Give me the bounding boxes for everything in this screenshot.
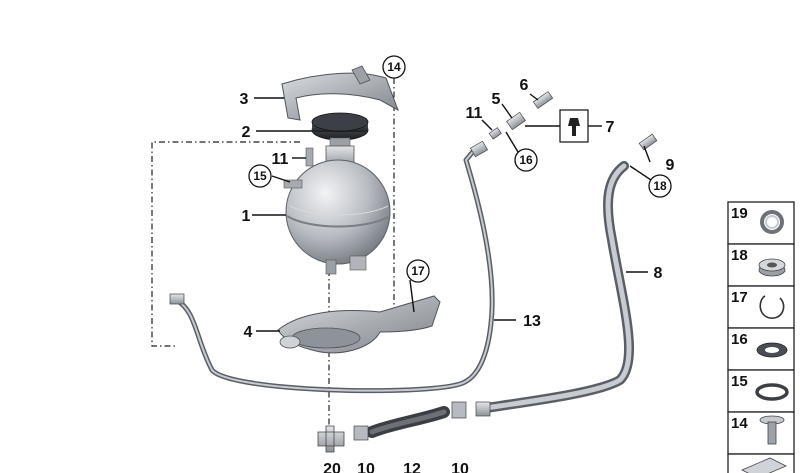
coolant-pipe-13: [169, 140, 495, 394]
circled-label-16: 16: [514, 148, 538, 172]
svg-text:16: 16: [731, 331, 748, 348]
o-ring-icon: [755, 383, 789, 401]
svg-text:18: 18: [731, 247, 748, 264]
hose-clamp-part: [353, 425, 369, 441]
open-clip-ring-icon: [759, 295, 785, 319]
part-label-8: 8: [654, 265, 663, 282]
heat-shield-part: [281, 65, 399, 121]
sensor-part-7: [559, 109, 589, 143]
parts-kit-icon: [741, 457, 787, 473]
svg-text:15: 15: [253, 169, 267, 183]
svg-text:17: 17: [411, 264, 425, 278]
mounting-bracket-part: [277, 295, 441, 354]
part-label-11-left: 11: [272, 151, 289, 168]
coolant-hose-8: [475, 161, 635, 417]
svg-text:17: 17: [731, 289, 748, 306]
circled-label-15: 15: [248, 164, 272, 188]
part-label-11-right: 11: [466, 105, 483, 122]
hex-nut-icon: [758, 258, 786, 277]
svg-text:19: 19: [731, 205, 748, 222]
part-label-6: 6: [520, 77, 529, 94]
filler-cap-part: [311, 112, 369, 149]
flat-washer-icon: [756, 342, 788, 358]
part-label-7: 7: [606, 119, 615, 136]
clamp-ring-icon: [760, 210, 784, 234]
part-label-5: 5: [492, 91, 501, 108]
part-label-4: 4: [244, 324, 253, 341]
panel-row-14: 14: [727, 411, 795, 455]
panel-row-17: 17: [727, 285, 795, 329]
part-label-10-left: 10: [357, 461, 375, 473]
t-connector-part: [317, 425, 345, 453]
part-label-13: 13: [523, 313, 541, 330]
svg-text:14: 14: [387, 60, 401, 74]
circled-label-14: 14: [382, 55, 406, 79]
lower-hose-group: [317, 401, 467, 453]
leader-lines: [252, 93, 655, 332]
push-rivet-icon: [759, 415, 785, 445]
panel-row-15: 15: [727, 369, 795, 413]
part-label-3: 3: [240, 91, 249, 108]
part-label-12: 12: [403, 461, 421, 473]
expansion-tank-part: [283, 145, 391, 275]
part-number-labels: 3 2 11 1 4 5 6 11 7 9 8 13 20 10 12 10: [240, 77, 675, 473]
part-label-9: 9: [666, 157, 675, 174]
part-label-10-right: 10: [451, 461, 469, 473]
part-label-2: 2: [242, 124, 251, 141]
panel-row-18: 18: [727, 243, 795, 287]
panel-row-kit: [727, 453, 795, 473]
svg-text:18: 18: [653, 179, 667, 193]
circled-labels: 14 15 16 17 18: [248, 55, 672, 283]
svg-text:15: 15: [731, 373, 748, 390]
panel-row-19: 19: [727, 201, 795, 245]
small-connector-parts: [488, 91, 658, 151]
assembly-guide-lines: [151, 78, 395, 440]
circled-label-17: 17: [406, 259, 430, 283]
small-parts-panel: 19 18 17 16: [727, 201, 795, 473]
part-label-1: 1: [242, 208, 251, 225]
svg-text:14: 14: [731, 415, 748, 432]
panel-row-16: 16: [727, 327, 795, 371]
hose-clamp-part: [451, 401, 467, 419]
svg-text:16: 16: [519, 153, 533, 167]
part-label-20: 20: [323, 461, 341, 473]
circled-label-18: 18: [648, 174, 672, 198]
